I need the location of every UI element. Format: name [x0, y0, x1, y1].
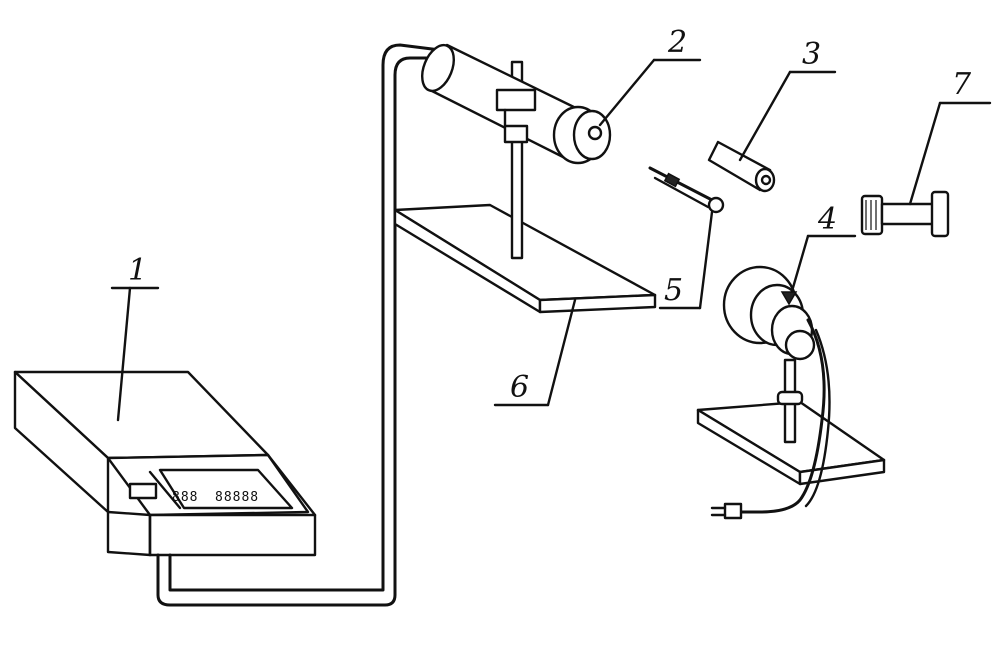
- leader-lines: [110, 58, 992, 422]
- connector-right-end: [930, 190, 950, 238]
- label-6: 6: [510, 370, 530, 405]
- lens-center: [587, 125, 603, 141]
- connector-part: [860, 190, 950, 238]
- leader-4: [788, 234, 810, 300]
- filter-hole: [760, 174, 772, 186]
- probe-tip: [707, 196, 725, 214]
- display-digits-left: 888: [172, 490, 199, 505]
- leader-6: [546, 298, 577, 407]
- probe-shaft: [648, 166, 714, 202]
- leader-7: [908, 101, 942, 206]
- probe: [648, 166, 725, 214]
- cable-inner: [168, 43, 442, 592]
- cylinder-back-cap: [421, 43, 455, 93]
- photometer-assembly: [421, 43, 612, 260]
- filter-cylinder: [707, 140, 776, 193]
- lamp-bulb: [784, 329, 816, 361]
- meter-box: [13, 370, 317, 557]
- leader-4-arrow: [780, 291, 798, 306]
- lamp-cord-outer: [736, 318, 826, 514]
- platform-board: [393, 203, 657, 314]
- meter-box-front-left: [106, 510, 152, 557]
- meter-box-front: [148, 513, 317, 557]
- leader-2: [598, 58, 656, 127]
- lamp-assembly: [696, 265, 886, 520]
- label-7: 7: [952, 67, 972, 102]
- leader-3: [738, 70, 792, 162]
- stand-clamp-lower: [503, 124, 529, 144]
- label-3: 3: [802, 37, 822, 72]
- stand-rod: [510, 60, 524, 260]
- cable-outer: [156, 56, 442, 607]
- stand-clamp: [495, 88, 537, 112]
- display-digits-right: 88888: [215, 490, 260, 505]
- platform-front: [538, 293, 657, 314]
- meter-box-edge: [266, 453, 317, 517]
- plug-body: [723, 502, 743, 520]
- leader-5: [698, 210, 714, 310]
- panel-divider: [148, 470, 182, 510]
- connector-shaft: [880, 202, 936, 226]
- label-2: 2: [668, 25, 688, 60]
- display-window: [158, 468, 294, 510]
- label-1: 1: [128, 253, 148, 288]
- platform-top: [393, 203, 657, 302]
- switch-rect: [128, 482, 158, 500]
- connector-left-end: [860, 194, 884, 236]
- label-5: 5: [664, 273, 684, 308]
- leader-1: [116, 286, 132, 422]
- label-4: 4: [818, 202, 838, 237]
- lamp-rod-clamp: [776, 390, 804, 406]
- probe-band: [663, 172, 681, 188]
- probe-shaft-2: [653, 176, 710, 209]
- lamp-cord-inner: [804, 328, 831, 508]
